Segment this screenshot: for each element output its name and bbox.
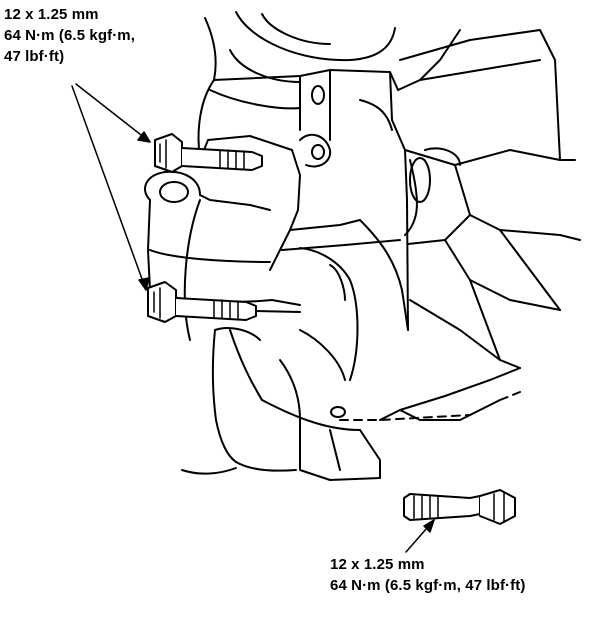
torque-value-bottom: 64 N·m (6.5 kgf·m, 47 lbf·ft): [330, 577, 526, 594]
bolt-size-bottom: 12 x 1.25 mm: [330, 556, 425, 573]
torque-value-top: 64 N·m (6.5 kgf·m,: [4, 27, 135, 44]
upper-bolt: [154, 133, 263, 173]
bottom-bolt: [403, 489, 516, 525]
engine-block: [181, 199, 297, 475]
lower-bracket: [214, 199, 521, 481]
callout-arrow-bottom: [405, 519, 435, 553]
callout-arrows-top: [71, 83, 151, 291]
mount-housing: [197, 11, 461, 201]
frame-member: [399, 29, 581, 369]
torque-spec-top: 12 x 1.25 mm 64 N·m (6.5 kgf·m, 47 lbf·f…: [4, 4, 135, 67]
torque-spec-bottom: 12 x 1.25 mm 64 N·m (6.5 kgf·m, 47 lbf·f…: [330, 554, 525, 596]
bolt-size-top: 12 x 1.25 mm: [4, 6, 99, 23]
middle-bolt: [147, 281, 301, 323]
torque-value-top-cont: 47 lbf·ft): [4, 48, 65, 65]
hidden-lines: [339, 391, 521, 421]
